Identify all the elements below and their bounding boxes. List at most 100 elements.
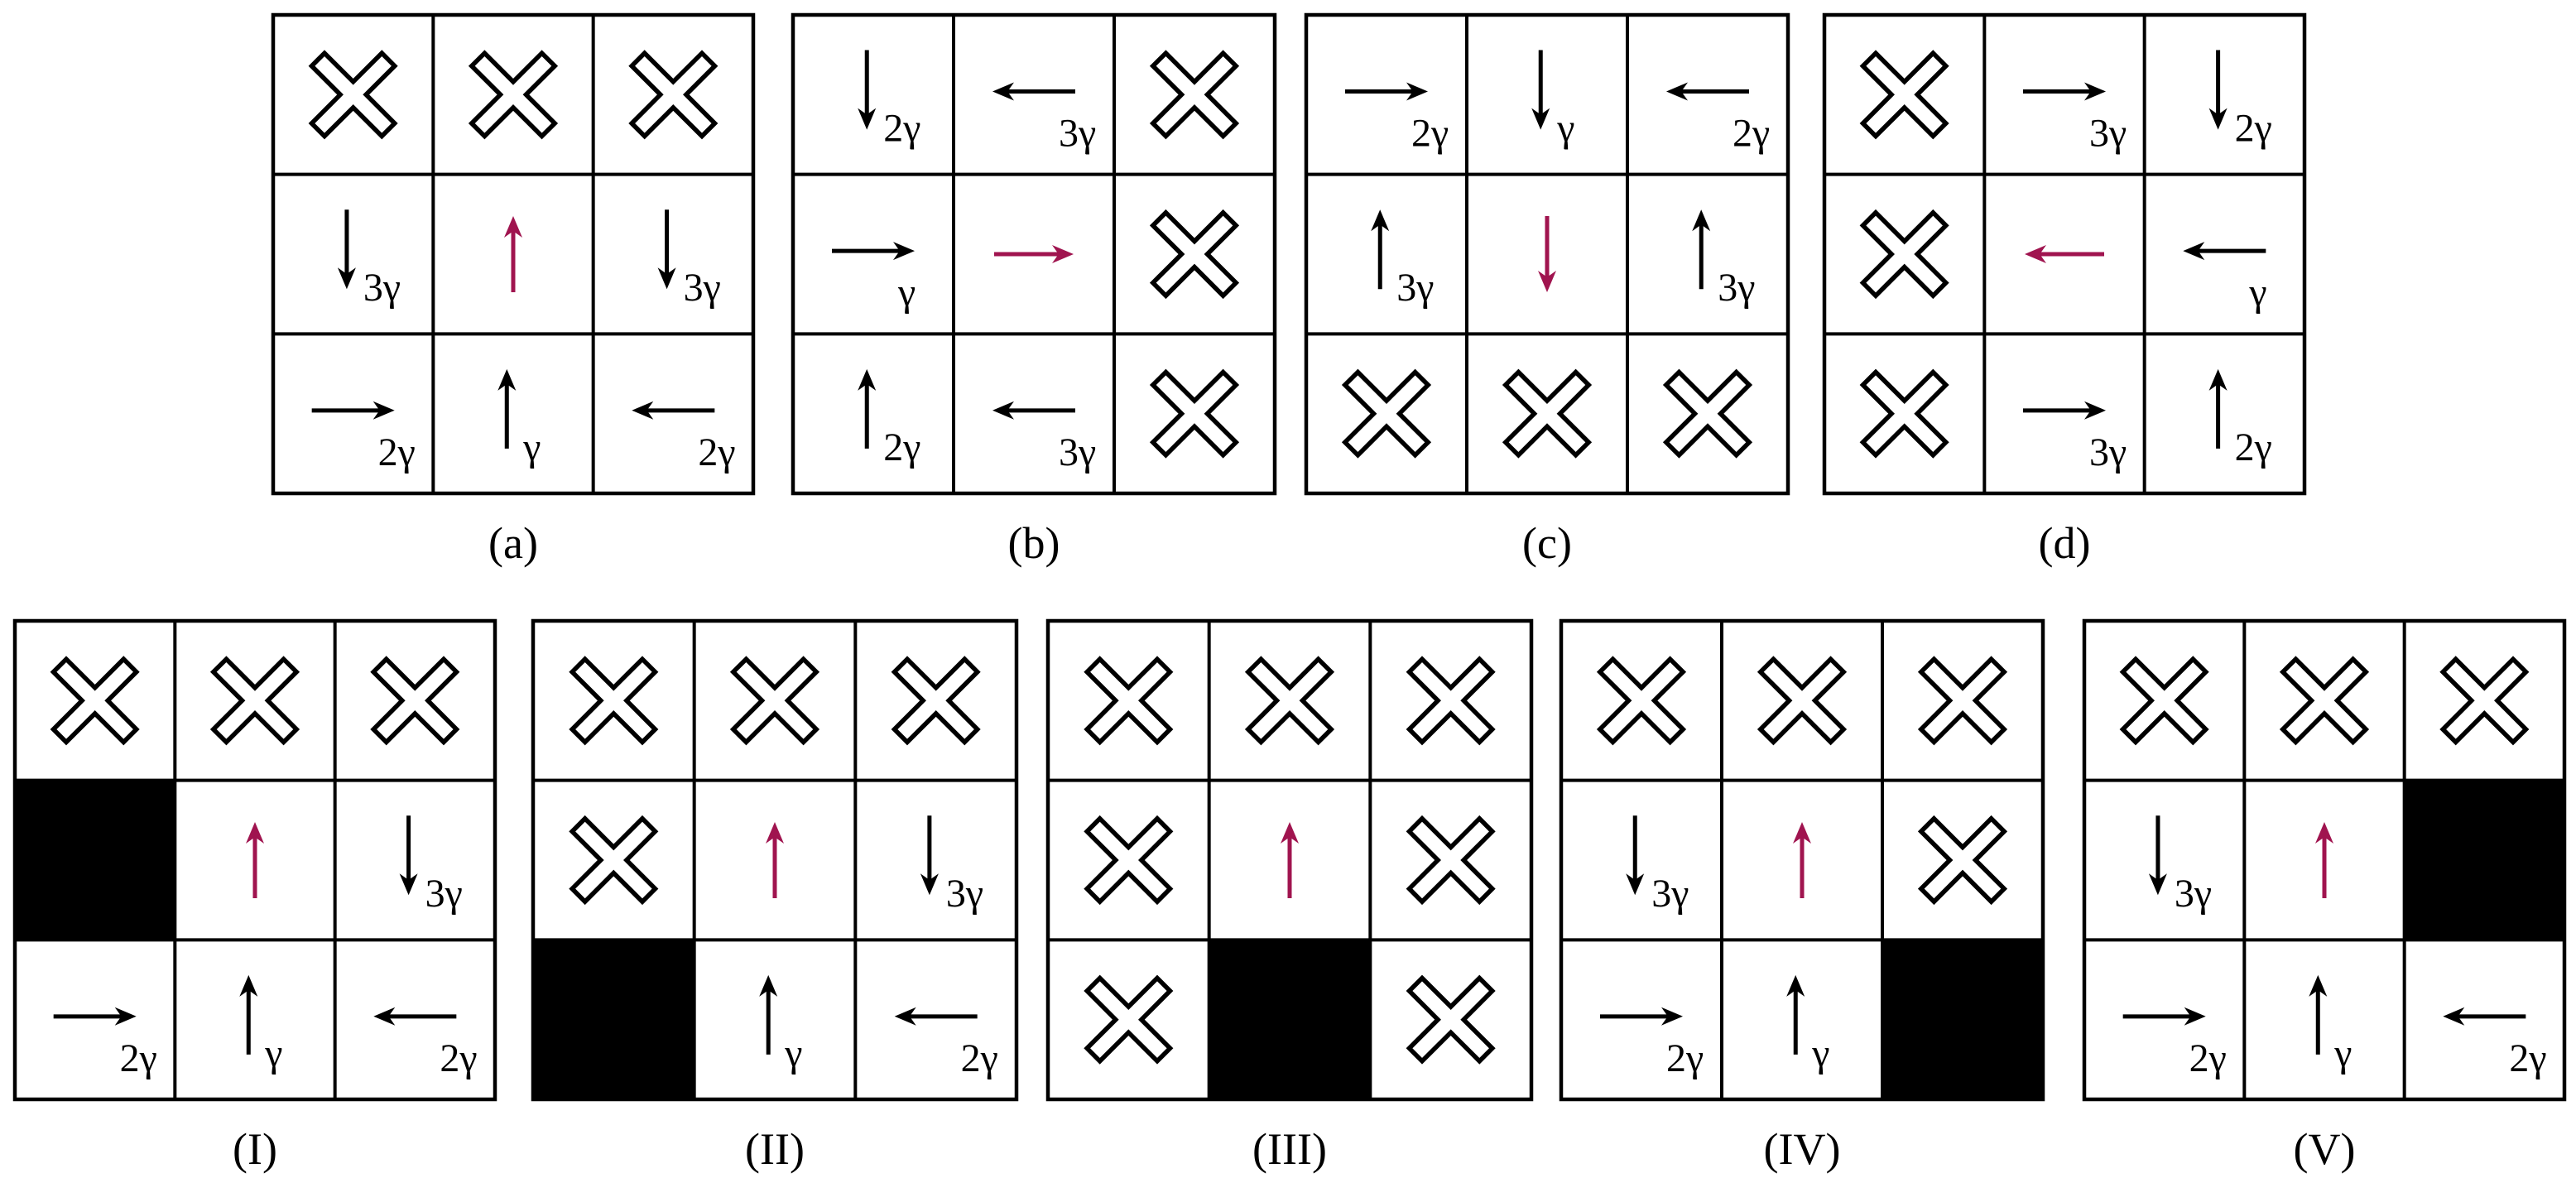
- arrow-up-icon: [1281, 822, 1299, 898]
- grid-cell: 2γ: [1345, 82, 1449, 155]
- grid-cell: [1538, 216, 1556, 292]
- grid-cell: [533, 940, 694, 1099]
- grid-cell: [766, 822, 784, 898]
- grid-cell: [1084, 974, 1174, 1065]
- coefficient-label: 2γ: [378, 430, 416, 474]
- grid-cell: 3γ: [2023, 401, 2127, 474]
- grid-cell: γ: [759, 974, 802, 1075]
- cross-icon: [1084, 815, 1174, 906]
- cross-icon: [1149, 368, 1240, 459]
- cross-icon: [1406, 656, 1496, 746]
- panel-caption: (I): [233, 1124, 277, 1174]
- grid-cell: 3γ: [1692, 209, 1755, 310]
- arrow-down-icon: [337, 209, 356, 290]
- coefficient-label: 2γ: [883, 107, 920, 151]
- panel-caption: (IV): [1764, 1124, 1841, 1174]
- coefficient-label: 3γ: [2089, 430, 2127, 474]
- grid-cell: [1084, 656, 1174, 746]
- grid-cell: [1149, 209, 1240, 300]
- coefficient-label: 2γ: [2189, 1036, 2227, 1080]
- cross-icon: [1859, 368, 1949, 459]
- cross-icon: [1917, 815, 2008, 906]
- arrow-up-icon: [239, 974, 258, 1055]
- arrow-down-icon: [2148, 815, 2167, 896]
- cross-icon: [50, 656, 140, 746]
- panel-caption: (II): [745, 1124, 805, 1174]
- coefficient-label: γ: [1811, 1031, 1829, 1075]
- cross-icon: [628, 50, 718, 140]
- grid-cell: [994, 245, 1074, 263]
- coefficient-label: 3γ: [946, 872, 983, 916]
- cross-icon: [1406, 815, 1496, 906]
- blocked-cell: [15, 780, 175, 940]
- blocked-cell: [2404, 780, 2564, 940]
- panel-border: [1045, 618, 1534, 1102]
- arrow-up-icon: [504, 216, 522, 292]
- grid-cell: [1244, 656, 1335, 746]
- coefficient-label: 2γ: [883, 426, 920, 469]
- cross-icon: [1757, 656, 1848, 746]
- coefficient-label: 3γ: [1718, 266, 1755, 310]
- grid-cell: 2γ: [2208, 368, 2272, 469]
- coefficient-label: γ: [2333, 1031, 2352, 1075]
- cross-icon: [891, 656, 981, 746]
- coefficient-label: 3γ: [2089, 111, 2127, 155]
- grid-cell: [246, 822, 264, 898]
- blocked-cell: [533, 940, 694, 1099]
- arrow-up-icon: [2309, 974, 2328, 1055]
- arrow-up-icon: [246, 822, 264, 898]
- panel-border: [271, 12, 756, 496]
- grid-cell: [1596, 656, 1687, 746]
- grid-cell: 2γ: [373, 1007, 478, 1080]
- cross-icon: [729, 656, 820, 746]
- coefficient-label: γ: [2248, 271, 2266, 315]
- coefficient-label: 3γ: [363, 266, 401, 310]
- coefficient-label: 2γ: [440, 1036, 477, 1080]
- arrow-left-icon: [1666, 82, 1749, 101]
- grid-cell: [729, 656, 820, 746]
- cross-icon: [2279, 656, 2370, 746]
- grid-cell: [1882, 940, 2043, 1099]
- cross-icon: [209, 656, 300, 746]
- grid-cell: 2γ: [632, 401, 736, 474]
- grid-cell: 3γ: [657, 209, 721, 310]
- grid-cell: 2γ: [858, 368, 920, 469]
- grid-cell: 2γ: [894, 1007, 998, 1080]
- cross-icon: [2439, 656, 2530, 746]
- grid-cell: γ: [1531, 50, 1574, 151]
- arrow-left-icon: [992, 401, 1075, 420]
- cross-icon: [1917, 656, 2008, 746]
- grid-cell: [1149, 50, 1240, 140]
- grid-cell: [370, 656, 460, 746]
- arrow-up-icon: [1692, 209, 1711, 290]
- grid-cell: [1917, 656, 2008, 746]
- panel-border: [1304, 12, 1790, 496]
- grid-cell: [468, 50, 559, 140]
- grid-cell: [308, 50, 398, 140]
- panel-border: [1822, 12, 2307, 496]
- grid-cell: 3γ: [1371, 209, 1434, 310]
- cross-icon: [2119, 656, 2209, 746]
- arrow-right-icon: [2023, 82, 2106, 101]
- grid-cell: 2γ: [2208, 50, 2272, 151]
- arrow-down-icon: [1626, 815, 1645, 896]
- grid-cell: [1084, 815, 1174, 906]
- panel-caption: (V): [2294, 1124, 2356, 1174]
- grid-cell: [1341, 368, 1432, 459]
- grid-cell: [1859, 50, 1949, 140]
- arrow-up-icon: [2315, 822, 2333, 898]
- panel-border: [791, 12, 1277, 496]
- cross-icon: [1149, 50, 1240, 140]
- arrow-up-icon: [1793, 822, 1811, 898]
- grid-cell: γ: [239, 974, 282, 1075]
- panel-caption: (c): [1522, 518, 1572, 568]
- cross-icon: [468, 50, 559, 140]
- coefficient-label: 3γ: [425, 872, 463, 916]
- grid-cell: [50, 656, 140, 746]
- arrow-down-icon: [858, 50, 877, 130]
- grid-cell: 2γ: [1666, 82, 1770, 155]
- cross-icon: [1149, 209, 1240, 300]
- cross-icon: [1406, 974, 1496, 1065]
- panel-caption: (III): [1252, 1124, 1327, 1174]
- grid-cell: [1859, 209, 1949, 300]
